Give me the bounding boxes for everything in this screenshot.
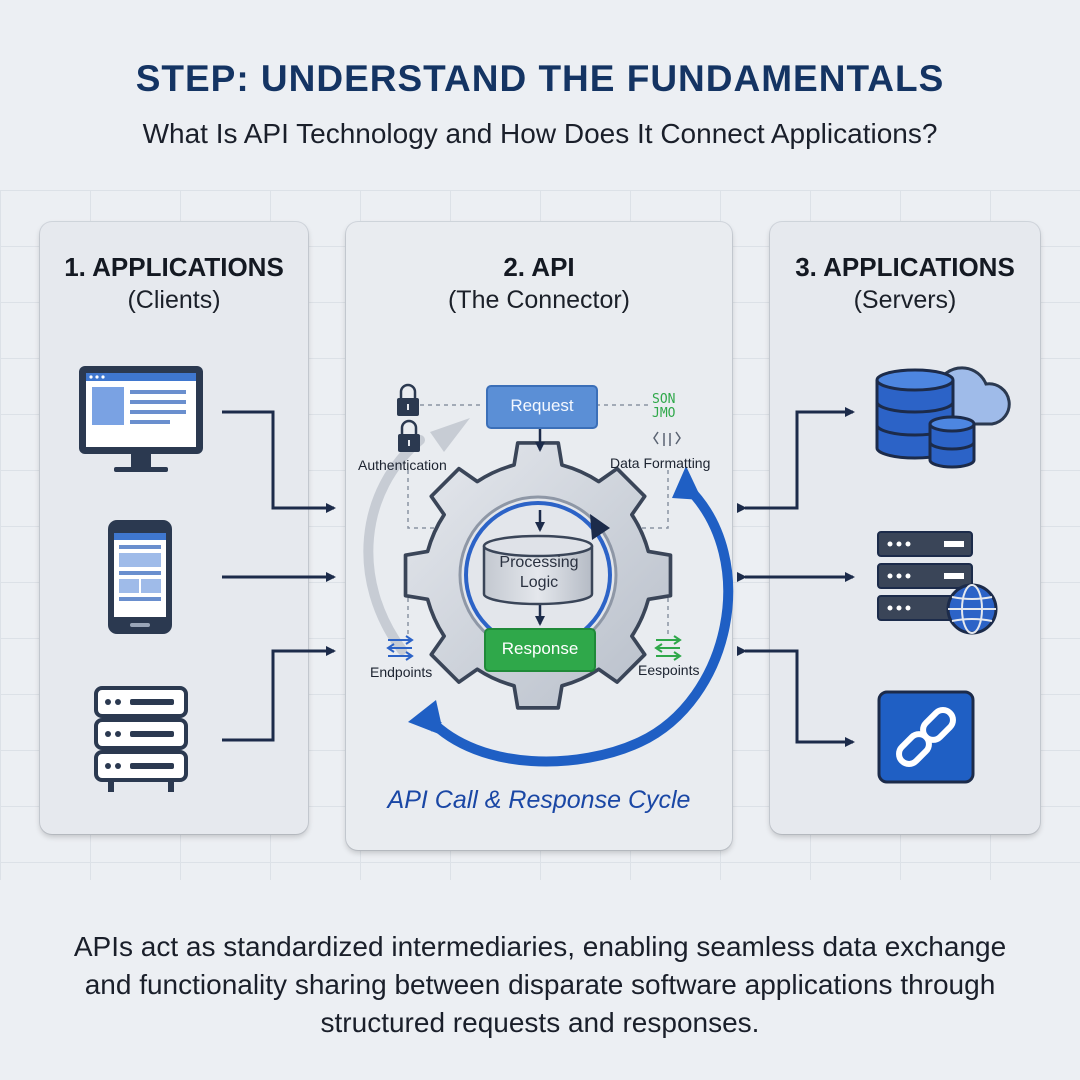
- server-globe-icon: [877, 531, 998, 635]
- cycle-arrow-top-head: [672, 466, 702, 500]
- return-arc-head: [430, 418, 470, 452]
- request-box: Request: [486, 385, 598, 429]
- database-cylinder-icon: [482, 534, 594, 606]
- return-arc: [363, 435, 425, 655]
- response-box: Response: [484, 628, 596, 672]
- endpoint-arrows-icon: [386, 635, 414, 661]
- json-format-line-2: JMO: [652, 406, 676, 421]
- clients-panel: 1. APPLICATIONS (Clients): [40, 222, 308, 834]
- lock-icon: [397, 383, 419, 416]
- desktop-monitor-icon: [79, 366, 203, 472]
- clients-panel-title: 1. APPLICATIONS: [64, 252, 284, 282]
- ring-arrow-head: [590, 514, 610, 540]
- endpoints-right-label: Eespoints: [638, 662, 700, 678]
- code-format-icon: [653, 431, 681, 446]
- data-formatting-label: Data Formatting: [610, 455, 711, 471]
- server-connector-arrows: [737, 407, 855, 747]
- smartphone-icon: [108, 520, 172, 634]
- server-rack-icon: [94, 686, 188, 792]
- servers-panel-subtitle: (Servers): [853, 286, 957, 314]
- database-cloud-icon: [875, 366, 1011, 469]
- endpoint-arrows-icon: [654, 635, 682, 661]
- lock-icon: [398, 419, 420, 452]
- clients-panel-subtitle: (Clients): [127, 286, 221, 314]
- servers-panel-title: 3. APPLICATIONS: [795, 252, 1015, 282]
- json-format-label: SON JMO: [652, 393, 675, 421]
- link-icon: [877, 690, 975, 784]
- processing-logic-label: Processing Logic: [499, 554, 579, 591]
- api-panel-subtitle: (The Connector): [447, 286, 631, 314]
- cycle-arrow-bottom-head: [408, 700, 444, 736]
- api-panel-title: 2. API: [503, 252, 575, 282]
- json-format-line-1: SON: [652, 392, 676, 407]
- page-title: STEP: UNDERSTAND THE FUNDAMENTALS: [135, 58, 945, 99]
- client-connector-arrows: [222, 410, 336, 742]
- endpoints-left-label: Endpoints: [370, 664, 433, 680]
- footer-description: APIs act as standardized intermediaries,…: [73, 931, 1007, 1038]
- cycle-arrow-icon: [425, 483, 734, 767]
- page-subtitle: What Is API Technology and How Does It C…: [142, 118, 938, 149]
- authentication-label: Authentication: [358, 457, 447, 473]
- cycle-label: API Call & Response Cycle: [387, 786, 691, 814]
